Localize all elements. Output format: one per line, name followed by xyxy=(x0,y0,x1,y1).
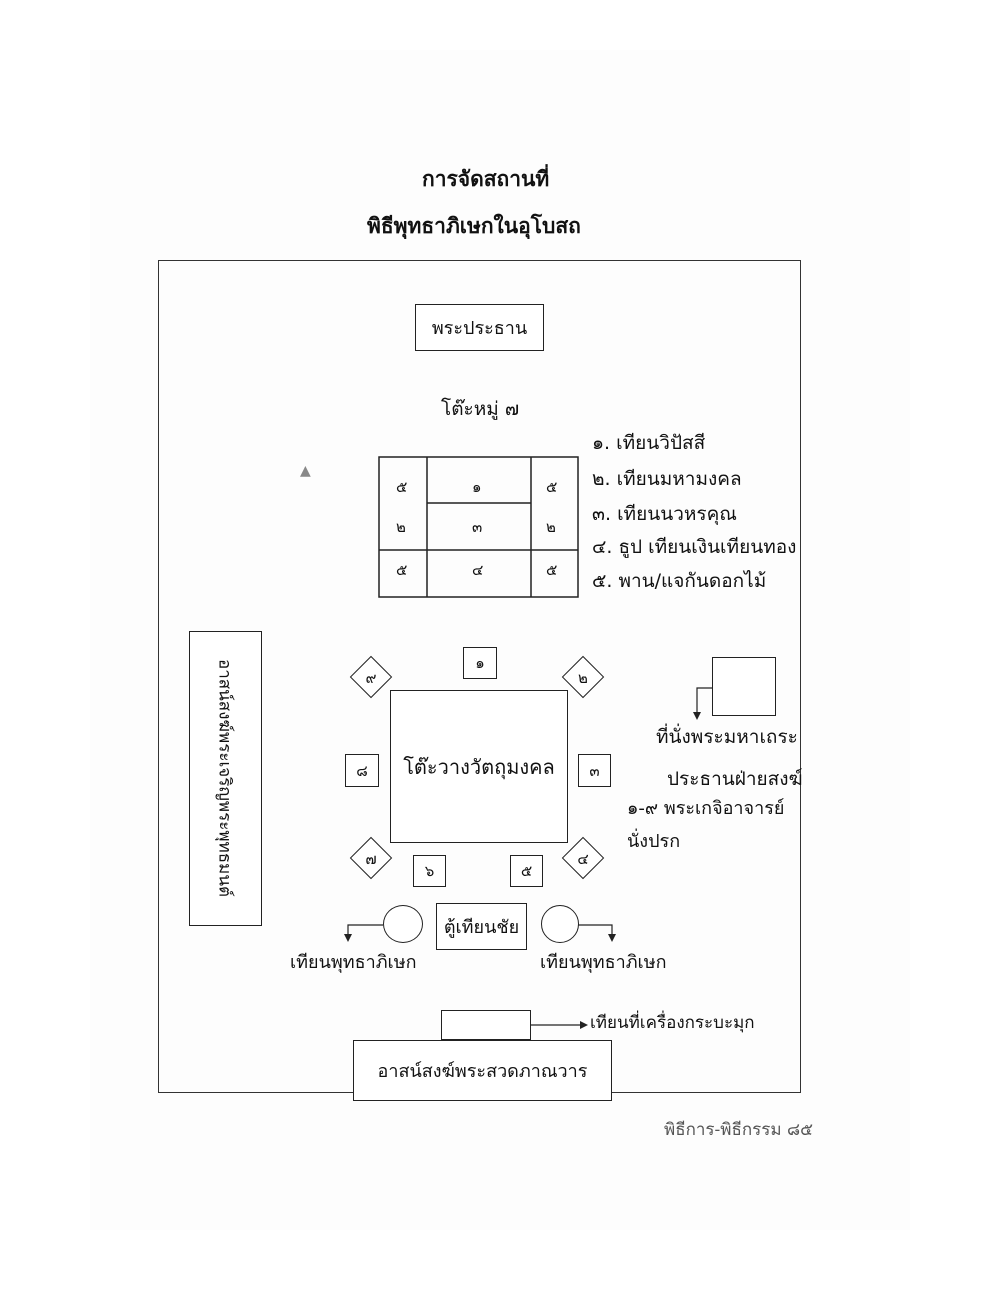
legend-item-2: ๒. เทียนมหามงคล xyxy=(592,468,742,490)
altar-cell-bot-right: ๕ xyxy=(546,561,558,579)
altar-cell-bot-center: ๔ xyxy=(472,561,484,579)
seat-8-number: ๘ xyxy=(356,761,368,780)
offering-tray xyxy=(441,1010,531,1040)
seat-9-number: ๙ xyxy=(365,669,377,687)
altar-cell-mid-left: ๒ xyxy=(396,518,406,536)
presiding-monk-box: พระประธาน xyxy=(415,304,544,351)
legend-item-1: ๑. เทียนวิปัสสี xyxy=(592,432,706,454)
abbot-note-line2: ประธานฝ่ายสงฆ์ xyxy=(667,768,803,790)
legend-item-5: ๕. พาน/แจกันดอกไม้ xyxy=(592,570,767,592)
consecration-candle-left xyxy=(383,905,423,943)
abbot-note-line4: นั่งปรก xyxy=(627,831,681,852)
page-subtitle: พิธีพุทธาภิเษกในอุโบสถ xyxy=(367,213,581,238)
seat-3: ๓ xyxy=(578,754,611,787)
page-title: การจัดสถานที่ xyxy=(422,166,550,191)
legend-item-3: ๓. เทียนนวหรคุณ xyxy=(592,503,737,525)
abbot-note-line3: ๑-๙ พระเกจิอาจารย์ xyxy=(627,798,785,819)
chanting-monk-bench: อาสน์สงฆ์พระสวดภาณวาร xyxy=(353,1040,612,1101)
offering-candle-label: เทียนที่เครื่องกระบะมุก xyxy=(590,1013,755,1033)
victory-candle-cabinet: ตู้เทียนชัย xyxy=(436,903,527,950)
abbot-note-line1: ที่นั่งพระมหาเถระ xyxy=(656,726,798,748)
page-footer: พิธีการ-พิธีกรรม ๘๕ xyxy=(664,1120,814,1140)
seat-5-number: ๕ xyxy=(520,862,533,880)
seat-6: ๖ xyxy=(413,855,446,887)
center-table: โต๊ะวางวัตถุมงคล xyxy=(390,690,568,843)
legend-item-4: ๔. ธูป เทียนเงินเทียนทอง xyxy=(592,536,797,558)
altar-cell-mid-center: ๓ xyxy=(472,518,483,536)
altar-cell-top-center: ๑ xyxy=(472,478,482,496)
abbot-seat xyxy=(712,657,776,716)
altar-cell-mid-right: ๒ xyxy=(546,518,556,536)
left-monk-bench xyxy=(189,631,262,926)
seat-7-number: ๗ xyxy=(365,850,377,868)
chanting-monk-bench-label: อาสน์สงฆ์พระสวดภาณวาร xyxy=(377,1061,588,1082)
seat-4-number: ๔ xyxy=(577,850,589,868)
consecration-candle-right xyxy=(541,905,579,943)
left-monk-bench-label: อาสน์สงฆ์พระเจริญพระพุทธมนต์ xyxy=(214,658,235,898)
victory-candle-label: ตู้เทียนชัย xyxy=(443,917,520,938)
altar-cell-top-right: ๕ xyxy=(546,478,558,496)
seat-1-number: ๑ xyxy=(475,654,485,672)
altar-cell-top-left: ๕ xyxy=(396,478,408,496)
presiding-monk-label: พระประธาน xyxy=(431,318,528,339)
consecration-candle-right-label: เทียนพุทธาภิเษก xyxy=(540,952,667,973)
consecration-candle-left-label: เทียนพุทธาภิเษก xyxy=(290,952,417,973)
center-table-label: โต๊ะวางวัตถุมงคล xyxy=(403,754,555,779)
seat-2-number: ๒ xyxy=(578,669,588,687)
altar-table-label: โต๊ะหมู่ ๗ xyxy=(441,398,520,420)
seat-8: ๘ xyxy=(345,754,379,787)
scan-speck: ▲ xyxy=(300,463,311,479)
seat-3-number: ๓ xyxy=(589,761,600,780)
altar-cell-bot-left: ๕ xyxy=(396,561,408,579)
seat-1: ๑ xyxy=(463,647,497,679)
seat-5: ๕ xyxy=(510,855,543,887)
seat-6-number: ๖ xyxy=(424,862,435,880)
